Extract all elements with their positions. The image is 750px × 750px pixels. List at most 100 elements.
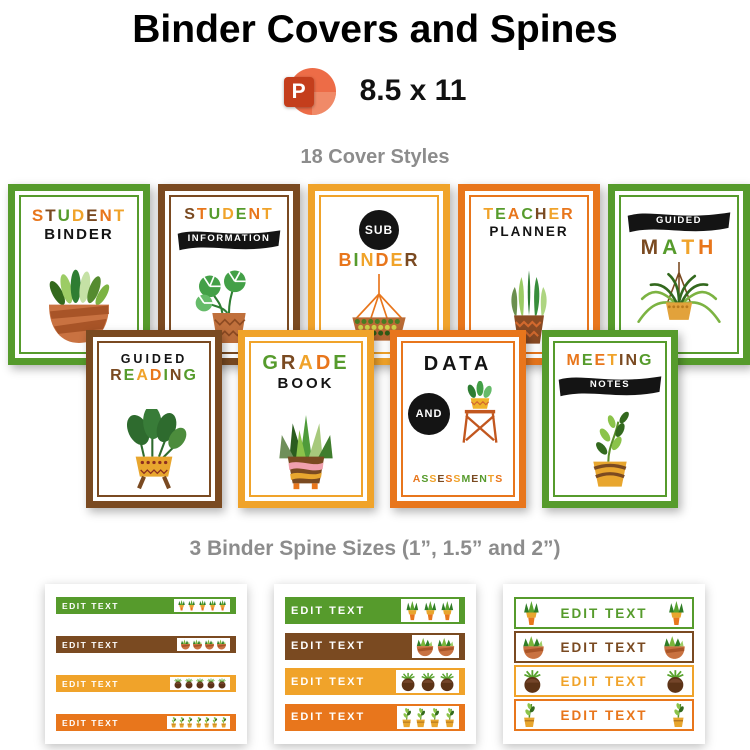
cover-word-planner: PLANNER [489,224,569,240]
plant-illustration-aloe-striped-pot [256,409,356,491]
cover-title-letter: G [262,352,281,374]
cover-title-letter: A [136,367,150,384]
cover-title-letter: I [618,352,626,369]
cover-title-letter: T [113,206,127,225]
cover-title-letter: C [521,206,535,223]
spine-bar-brown: EDIT TEXT [56,636,236,653]
circle-badge-label: AND [415,408,443,420]
cover-title-letter: G [183,367,198,384]
spine-icon-box [174,599,230,612]
powerpoint-p-badge: P [283,77,314,107]
cover-title-letter: S [421,472,430,485]
spine-round-pot-icon [521,669,544,694]
spine-icon-box [396,670,459,694]
spine-bar-brown: EDIT TEXT [285,632,465,660]
plant-illustration-stem-striped-pot [560,409,660,491]
spine-succulent-pot-icon [422,601,439,621]
cover-title-letter: E [235,206,249,223]
spine-leaf-bowl-icon [204,639,215,650]
cover-title-letter: A [662,236,682,259]
cover-title-letter: S [31,206,46,225]
spine-bar-amber: EDIT TEXT [285,668,465,696]
cover-title-letter: E [333,352,350,374]
cover-title-letter: U [57,206,72,225]
cover-title-letter: D [149,367,164,384]
plant-illustration-hanging-spider-plant [625,262,733,348]
spine-bar-orange: EDIT TEXT [285,703,465,731]
spine-round-pot-icon [217,678,227,689]
cover-title-letter: M [640,236,663,259]
spine-twig-pot-icon [220,717,227,728]
spine-bar-green: EDIT TEXT [285,597,465,624]
cover-title-letter: S [429,472,438,485]
cover-title-letter: E [495,206,508,223]
spine-twig-pot-icon [178,717,185,728]
cover-word-binder: BINDER [44,225,114,243]
plant-illustration-snake-plant-pot [479,266,579,348]
cover-title-letter: B [338,250,354,270]
cover-title-letter: E [581,352,595,369]
ribbon-banner: NOTES [556,372,664,398]
spine-twig-pot-icon [428,708,441,728]
spine-succulent-pot-icon [521,600,542,626]
sub-badge: SUB [359,210,399,250]
spine-leaf-bowl-icon [192,639,203,650]
cover-word-data: DATA [423,353,493,375]
cover-title-letter: T [483,206,496,223]
plant-illustration-plant-on-stand [452,380,508,447]
and-badge: AND [408,393,450,435]
spine-icon-box [412,634,459,658]
spine-round-pot-icon [173,678,183,689]
spine-bar-brown: EDIT TEXT [514,631,694,663]
powerpoint-circle-quarter [312,91,336,115]
spine-round-pot-icon [438,672,456,692]
spine-sizes-heading: 3 Binder Spine Sizes (1”, 1.5” and 2”) [189,537,561,560]
spine-bar-green: EDIT TEXT [514,597,694,629]
cover-title-letter: R [110,367,124,384]
spine-icon-box [401,599,459,622]
spine-succulent-pot-icon [404,601,421,621]
file-format-row: P 8.5 x 11 [0,64,750,118]
spine-succulent-pot-icon [666,600,687,626]
cover-title-letter: N [248,206,263,223]
cover-title-letter: N [99,206,114,225]
spine-twig-pot-icon [186,717,193,728]
cover-styles-heading: 18 Cover Styles [300,146,450,168]
spine-twig-pot-icon [670,702,687,728]
cover-title-letter: T [681,236,699,259]
spine-bar-orange: EDIT TEXT [56,714,236,731]
cover-title-letter: N [479,472,488,485]
and-plant-group: AND [408,380,508,447]
cover-title-letter: M [566,352,582,369]
cover-title-letter: H [534,206,549,223]
spine-icon-box [177,638,230,651]
spine-edit-text-label: EDIT TEXT [62,600,119,611]
spine-round-pot-icon [419,672,437,692]
spine-twig-pot-icon [170,717,177,728]
cover-title-letter: G [639,352,654,369]
spine-edit-text-label: EDIT TEXT [560,673,648,689]
spine-edit-text-label: EDIT TEXT [560,707,648,723]
cover-title-letter: E [594,352,608,369]
cover-title-letter: A [412,472,422,485]
spine-edit-text-label: EDIT TEXT [291,675,366,688]
spine-edit-text-label: EDIT TEXT [291,711,366,724]
cover-title-letter: D [71,206,87,225]
